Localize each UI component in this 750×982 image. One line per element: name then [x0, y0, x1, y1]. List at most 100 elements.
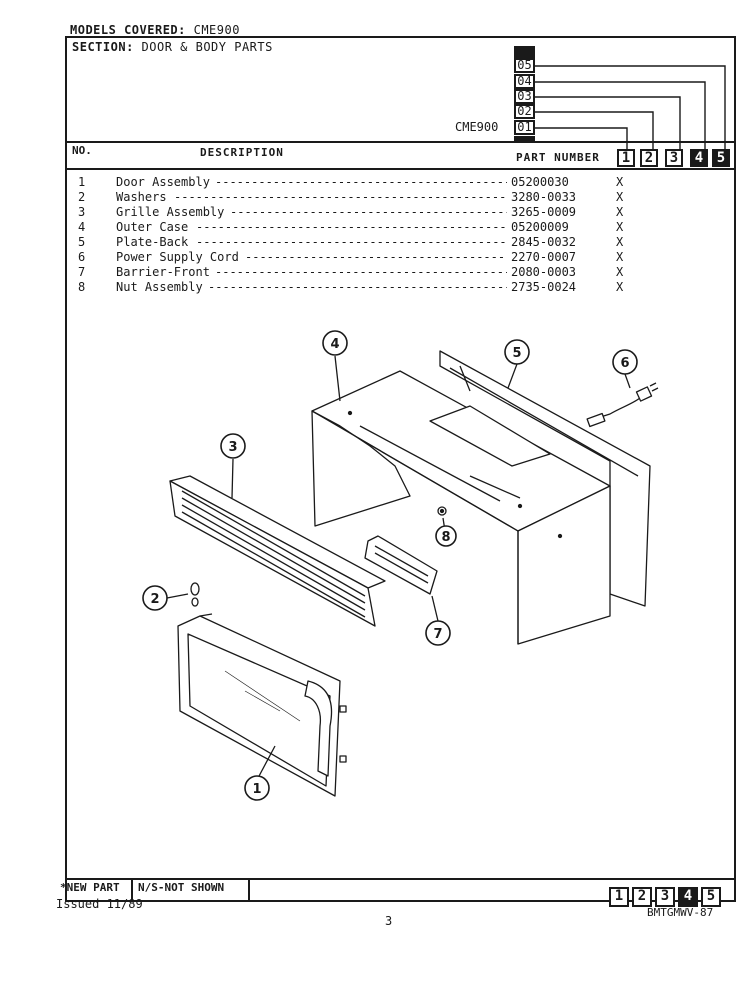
part-no: 3	[78, 205, 86, 219]
part-number: 05200009	[511, 220, 569, 234]
part-no: 1	[78, 175, 86, 189]
part-description: Plate-Back	[116, 235, 189, 249]
part-no: 7	[78, 265, 86, 279]
version-code-03: 03	[514, 89, 535, 104]
part-number: 2080-0003	[511, 265, 577, 279]
applicability-mark: X	[616, 190, 624, 204]
nut-drawing	[437, 506, 447, 516]
svg-text:7: 7	[433, 627, 442, 642]
version-number-1: 1	[617, 149, 635, 167]
version-stack-top-bar	[514, 46, 535, 58]
svg-text:8: 8	[441, 530, 450, 545]
legend-not-shown: N/S-NOT SHOWN	[138, 881, 225, 894]
section-title: SECTION: DOOR & BODY PARTS	[72, 40, 273, 54]
part-no: 5	[78, 235, 86, 249]
models-covered: MODELS COVERED: CME900	[70, 23, 240, 37]
model-code: CME900	[455, 120, 499, 134]
part-description: Barrier-Front	[116, 265, 210, 279]
footer-version-1: 1	[609, 887, 629, 907]
part-number: 2735-0024	[511, 280, 577, 294]
grille-drawing	[169, 475, 386, 627]
part-number: 05200030	[511, 175, 569, 189]
section-value: DOOR & BODY PARTS	[141, 40, 273, 54]
callout-1: 1	[244, 775, 270, 801]
svg-text:2: 2	[150, 592, 159, 607]
footer-version-3: 3	[655, 887, 675, 907]
part-description: Power Supply Cord	[116, 250, 239, 264]
applicability-mark: X	[616, 250, 624, 264]
version-number-3: 3	[665, 149, 683, 167]
section-label: SECTION:	[72, 40, 134, 54]
page-frame	[65, 36, 736, 902]
part-number: 3265-0009	[511, 205, 577, 219]
applicability-mark: X	[616, 220, 624, 234]
footer-separator	[248, 879, 250, 901]
part-no: 4	[78, 220, 86, 234]
version-number-5: 5	[712, 149, 730, 167]
version-code-04: 04	[514, 74, 535, 89]
version-code-01: 01	[514, 120, 535, 135]
svg-text:1: 1	[252, 782, 261, 797]
power-cord-drawing	[586, 382, 659, 428]
washers-drawing	[190, 582, 200, 607]
footer-version-5: 5	[701, 887, 721, 907]
outer-case-drawing	[311, 370, 611, 645]
part-description: Nut Assembly	[116, 280, 203, 294]
part-description: Door Assembly	[116, 175, 210, 189]
applicability-mark: X	[616, 265, 624, 279]
page-number: 3	[385, 914, 393, 928]
applicability-mark: X	[616, 235, 624, 249]
applicability-mark: X	[616, 280, 624, 294]
models-covered-value: CME900	[193, 23, 240, 37]
column-header-no: NO.	[72, 144, 92, 157]
part-no: 6	[78, 250, 86, 264]
version-stack-bottom-bar	[514, 136, 535, 142]
footer-divider	[65, 878, 736, 880]
column-header-description: DESCRIPTION	[200, 146, 284, 159]
part-description: Grille Assembly	[116, 205, 225, 219]
footer-version-4: 4	[678, 887, 698, 907]
callout-7: 7	[425, 620, 451, 646]
leader-dots: ----------------------------------------…	[215, 265, 507, 279]
applicability-mark: X	[616, 175, 624, 189]
part-number: 2270-0007	[511, 250, 577, 264]
leader-dots: ----------------------------------------…	[196, 220, 507, 234]
leader-dots: ----------------------------------------…	[215, 175, 507, 189]
leader-dots: ----------------------------------------…	[245, 250, 507, 264]
part-no: 2	[78, 190, 86, 204]
callout-4: 4	[322, 330, 348, 356]
svg-text:3: 3	[228, 440, 237, 455]
part-description: Washers	[116, 190, 167, 204]
part-number: 2845-0032	[511, 235, 577, 249]
door-drawing	[177, 613, 347, 797]
applicability-mark: X	[616, 205, 624, 219]
part-description: Outer Case	[116, 220, 189, 234]
footer-separator	[131, 879, 133, 901]
legend-new-part: *NEW PART	[60, 881, 120, 894]
svg-text:6: 6	[620, 356, 629, 371]
callout-8: 8	[435, 525, 457, 547]
version-code-05: 05	[514, 58, 535, 73]
callout-5: 5	[504, 339, 530, 365]
leader-dots: ----------------------------------------…	[174, 190, 507, 204]
document-code: BMTGMWV-87	[647, 906, 714, 919]
version-connector-lines	[535, 65, 726, 149]
part-number: 3280-0033	[511, 190, 577, 204]
callout-3: 3	[220, 433, 246, 459]
footer-version-2: 2	[632, 887, 652, 907]
leader-dots: ----------------------------------------…	[208, 280, 507, 294]
leader-dots: ----------------------------------------…	[196, 235, 507, 249]
column-header-part-number: PART NUMBER	[516, 151, 600, 164]
svg-text:4: 4	[330, 337, 339, 352]
leader-dots: ----------------------------------------…	[230, 205, 507, 219]
barrier-front-drawing	[364, 535, 438, 595]
version-number-4: 4	[690, 149, 708, 167]
header-divider	[65, 141, 736, 143]
version-code-02: 02	[514, 104, 535, 119]
part-no: 8	[78, 280, 86, 294]
leader-lines	[166, 355, 631, 779]
exploded-parts-diagram: 4 5 6 3 8 2 7 1	[142, 330, 659, 801]
svg-text:5: 5	[512, 346, 521, 361]
columns-divider	[65, 168, 736, 170]
callout-2: 2	[142, 585, 168, 611]
